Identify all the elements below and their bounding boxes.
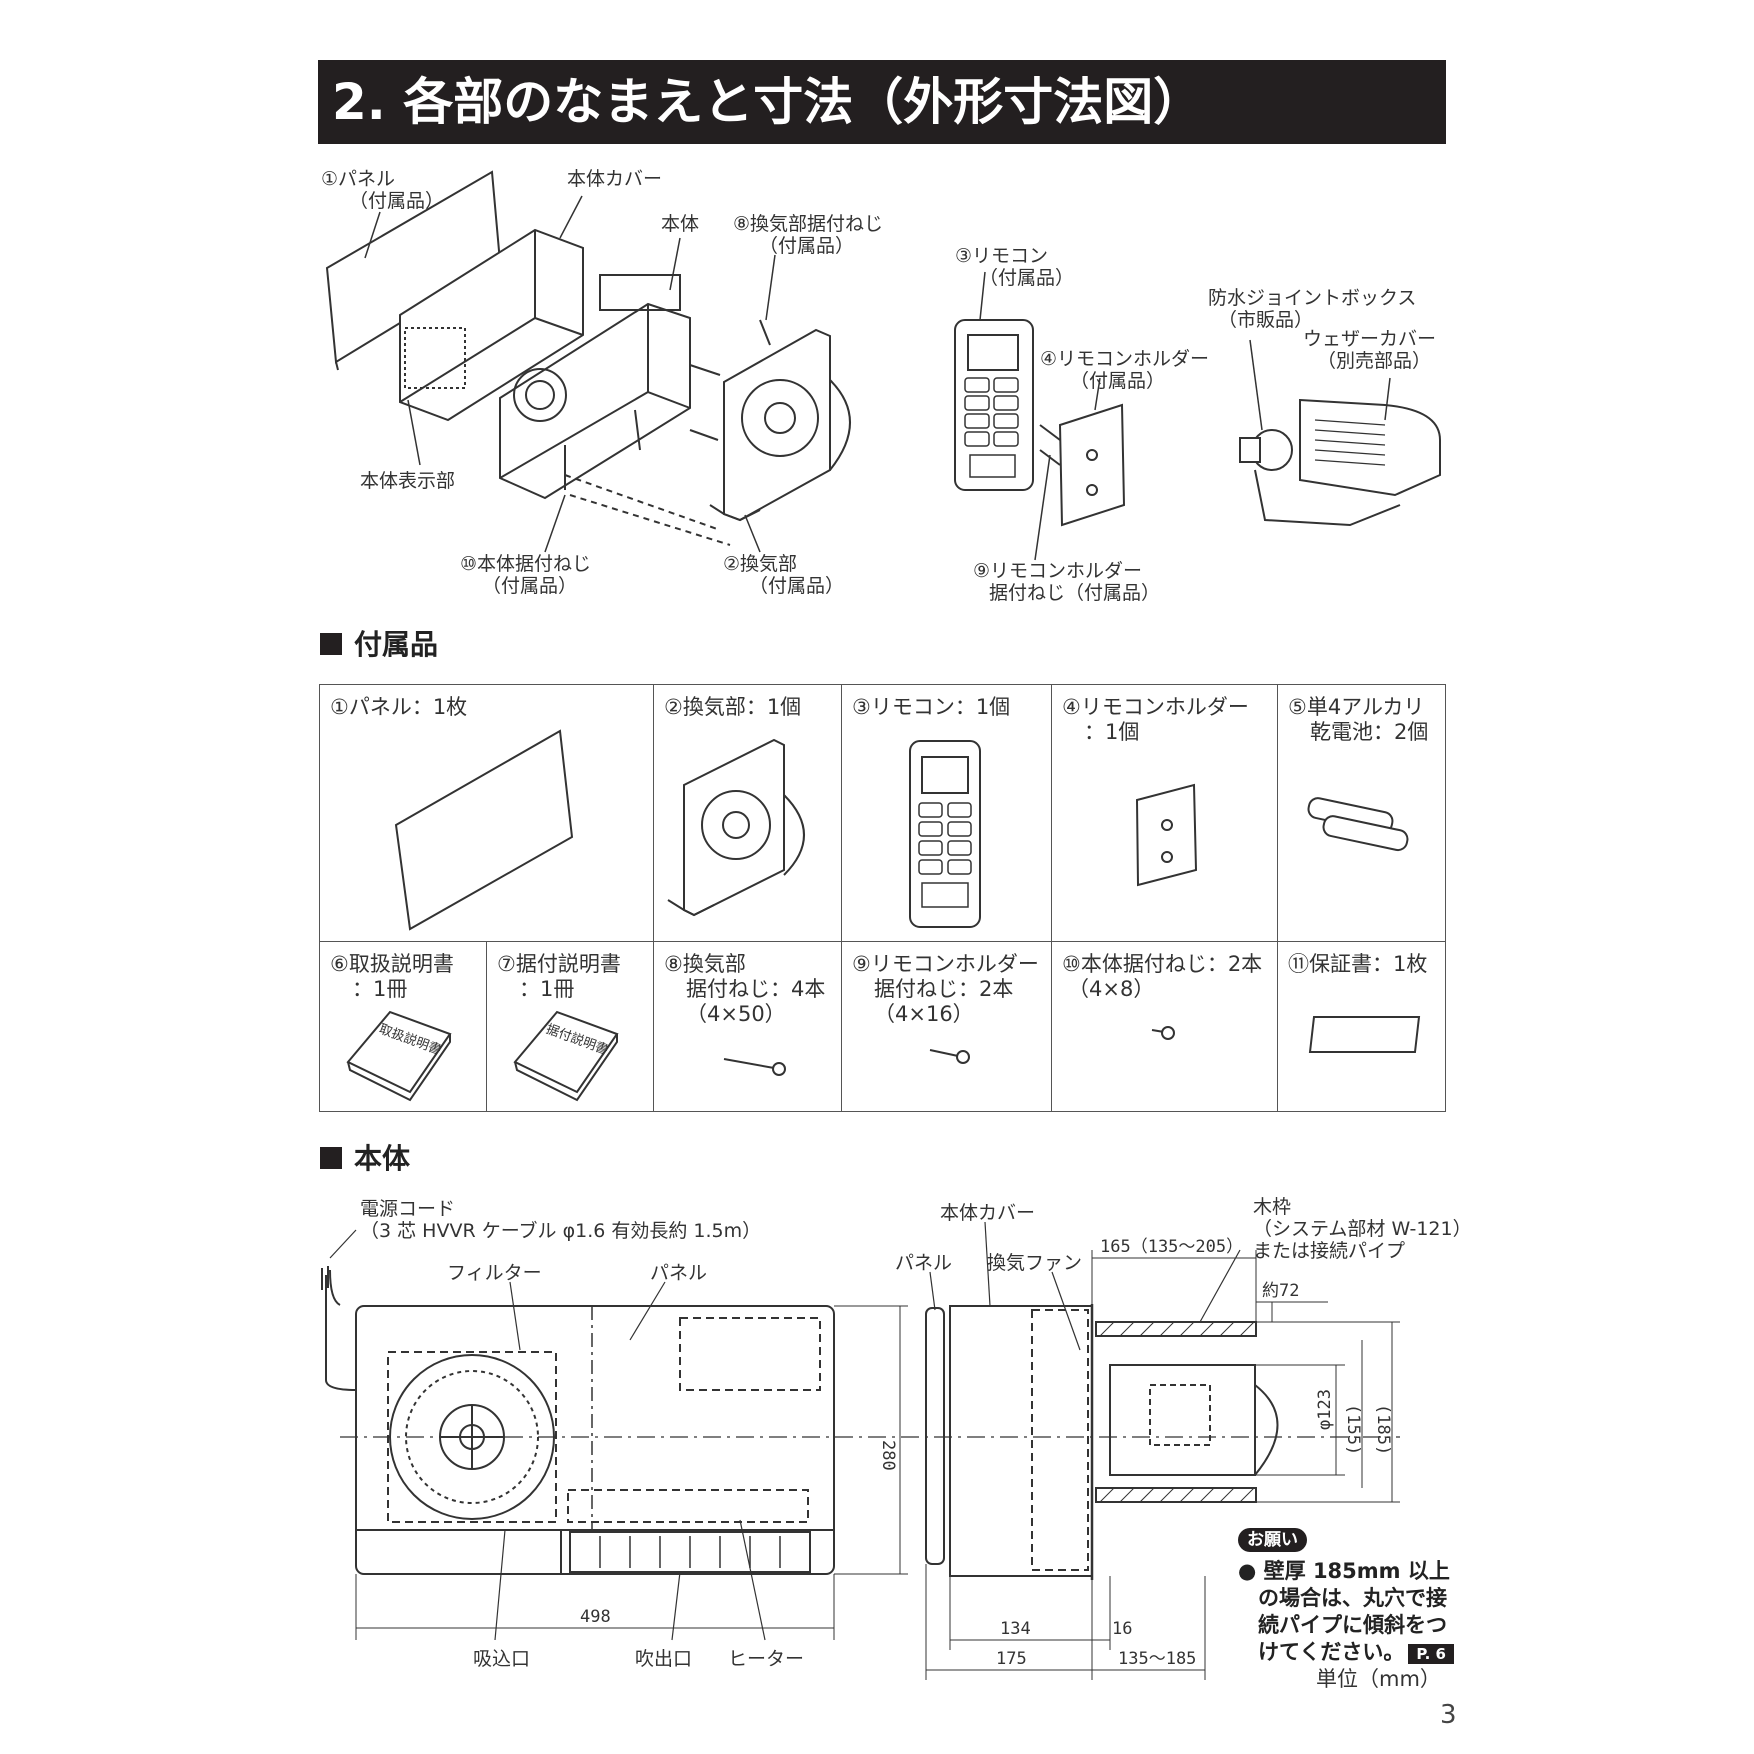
manual-illustration: 取扱説明書 [346,1010,452,1102]
dim-123: φ123 [1315,1389,1335,1430]
label-fan: 換気ファン [987,1252,1083,1274]
unit-label: 単位（mm） [1316,1667,1441,1691]
screw-illustration [723,1058,786,1076]
page-number: 3 [1440,1700,1457,1730]
label-frame: 木枠（システム部材 W-121）または接続パイプ [1253,1196,1472,1262]
acc-text: ⑨リモコンホルダー据付ねじ：2本（4×16） [852,952,1039,1026]
acc-cell-vent-screw: ⑧換気部据付ねじ：4本（4×50） [653,941,842,1112]
remote-illustration [909,740,981,928]
label-body-screw: ⑩本体据付ねじ（付属品） [460,553,592,597]
acc-text: ⑤単4アルカリ乾電池：2個 [1288,695,1429,744]
label-body-cover-side: 本体カバー [940,1202,1036,1224]
dim-280: 280 [878,1440,898,1471]
note-text: ● 壁厚 185mm 以上 の場合は、丸穴で接 続パイプに傾斜をつ けてください… [1238,1558,1454,1666]
label-body-display: 本体表示部 [360,470,456,492]
label-vent-unit: ②換気部（付属品） [723,553,845,597]
label-heater: ヒーター [728,1648,805,1670]
screw-illustration [1151,1026,1175,1040]
label-remote: ③リモコン（付属品） [955,245,1075,289]
panel-illustration [394,729,574,931]
label-intake: 吸込口 [473,1648,531,1670]
acc-text: ①パネル：1枚 [330,695,468,719]
holder-illustration [1135,783,1198,887]
warranty-illustration [1308,1016,1421,1053]
page-title: 2. 各部のなまえと寸法（外形寸法図） [318,60,1446,144]
acc-text: ⑧換気部据付ねじ：4本（4×50） [664,952,826,1026]
label-body-cover: 本体カバー [567,168,663,190]
square-bullet-icon [320,633,342,655]
dim-498: 498 [580,1607,611,1627]
dim-134: 134 [1000,1619,1031,1639]
note-badge: お願い [1238,1528,1307,1552]
accessories-table: ①パネル：1枚 ②換気部：1個 ③リモコン：1個 [319,684,1446,1112]
exploded-diagram [325,170,1441,561]
label-remote-holder: ④リモコンホルダー（付属品） [1040,348,1210,392]
label-vent-screw: ⑧換気部据付ねじ（付属品） [733,213,884,257]
label-panel: ①パネル（付属品） [321,168,445,212]
acc-text: ⑥取扱説明書：1冊 [330,952,454,1001]
dim-72: 約72 [1262,1281,1299,1301]
acc-cell-vent: ②換気部：1個 [653,684,842,942]
square-bullet-icon [320,1147,342,1169]
page-ref-badge[interactable]: P. 6 [1408,1644,1454,1664]
acc-text: ④リモコンホルダー：1個 [1062,695,1249,744]
install-manual-illustration: 据付説明書 [513,1010,619,1102]
vent-illustration [667,738,805,917]
acc-text: ⑦据付説明書：1冊 [497,952,621,1001]
body-heading: 本体 [320,1142,410,1176]
acc-text: ②換気部：1個 [664,695,802,719]
label-holder-screw: ⑨リモコンホルダー据付ねじ（付属品） [973,560,1161,604]
accessories-heading: 付属品 [320,628,438,662]
label-panel-side: パネル [895,1252,953,1274]
dim-175: 175 [996,1649,1027,1669]
acc-cell-install-manual: ⑦据付説明書：1冊 据付説明書 [486,941,654,1112]
label-filter: フィルター [447,1262,542,1284]
acc-text: ③リモコン：1個 [852,695,1011,719]
acc-cell-battery: ⑤単4アルカリ乾電池：2個 [1277,684,1446,942]
label-outlet: 吹出口 [635,1648,693,1670]
dim-155: (155) [1343,1404,1363,1455]
label-weather-cover: ウェザーカバー（別売部品） [1303,328,1437,372]
dim-16: 16 [1112,1619,1132,1639]
label-body: 本体 [661,213,700,235]
acc-cell-remote: ③リモコン：1個 [841,684,1052,942]
battery-illustration [1307,797,1409,852]
acc-text: ⑪保証書：1枚 [1288,952,1428,976]
label-joint-box: 防水ジョイントボックス（市販品） [1208,287,1417,331]
dim-135-185: 135～185 [1118,1649,1196,1669]
acc-cell-warranty: ⑪保証書：1枚 [1277,941,1446,1112]
screw-illustration [929,1049,970,1064]
acc-text: ⑩本体据付ねじ：2本（4×8） [1062,952,1263,1001]
dim-165: 165（135～205） [1100,1237,1243,1257]
label-cord: 電源コード（3 芯 HVVR ケーブル φ1.6 有効長約 1.5m） [360,1198,762,1242]
acc-cell-holder-screw: ⑨リモコンホルダー据付ねじ：2本（4×16） [841,941,1052,1112]
label-panel-front: パネル [650,1262,708,1284]
dim-185: (185) [1373,1404,1393,1455]
